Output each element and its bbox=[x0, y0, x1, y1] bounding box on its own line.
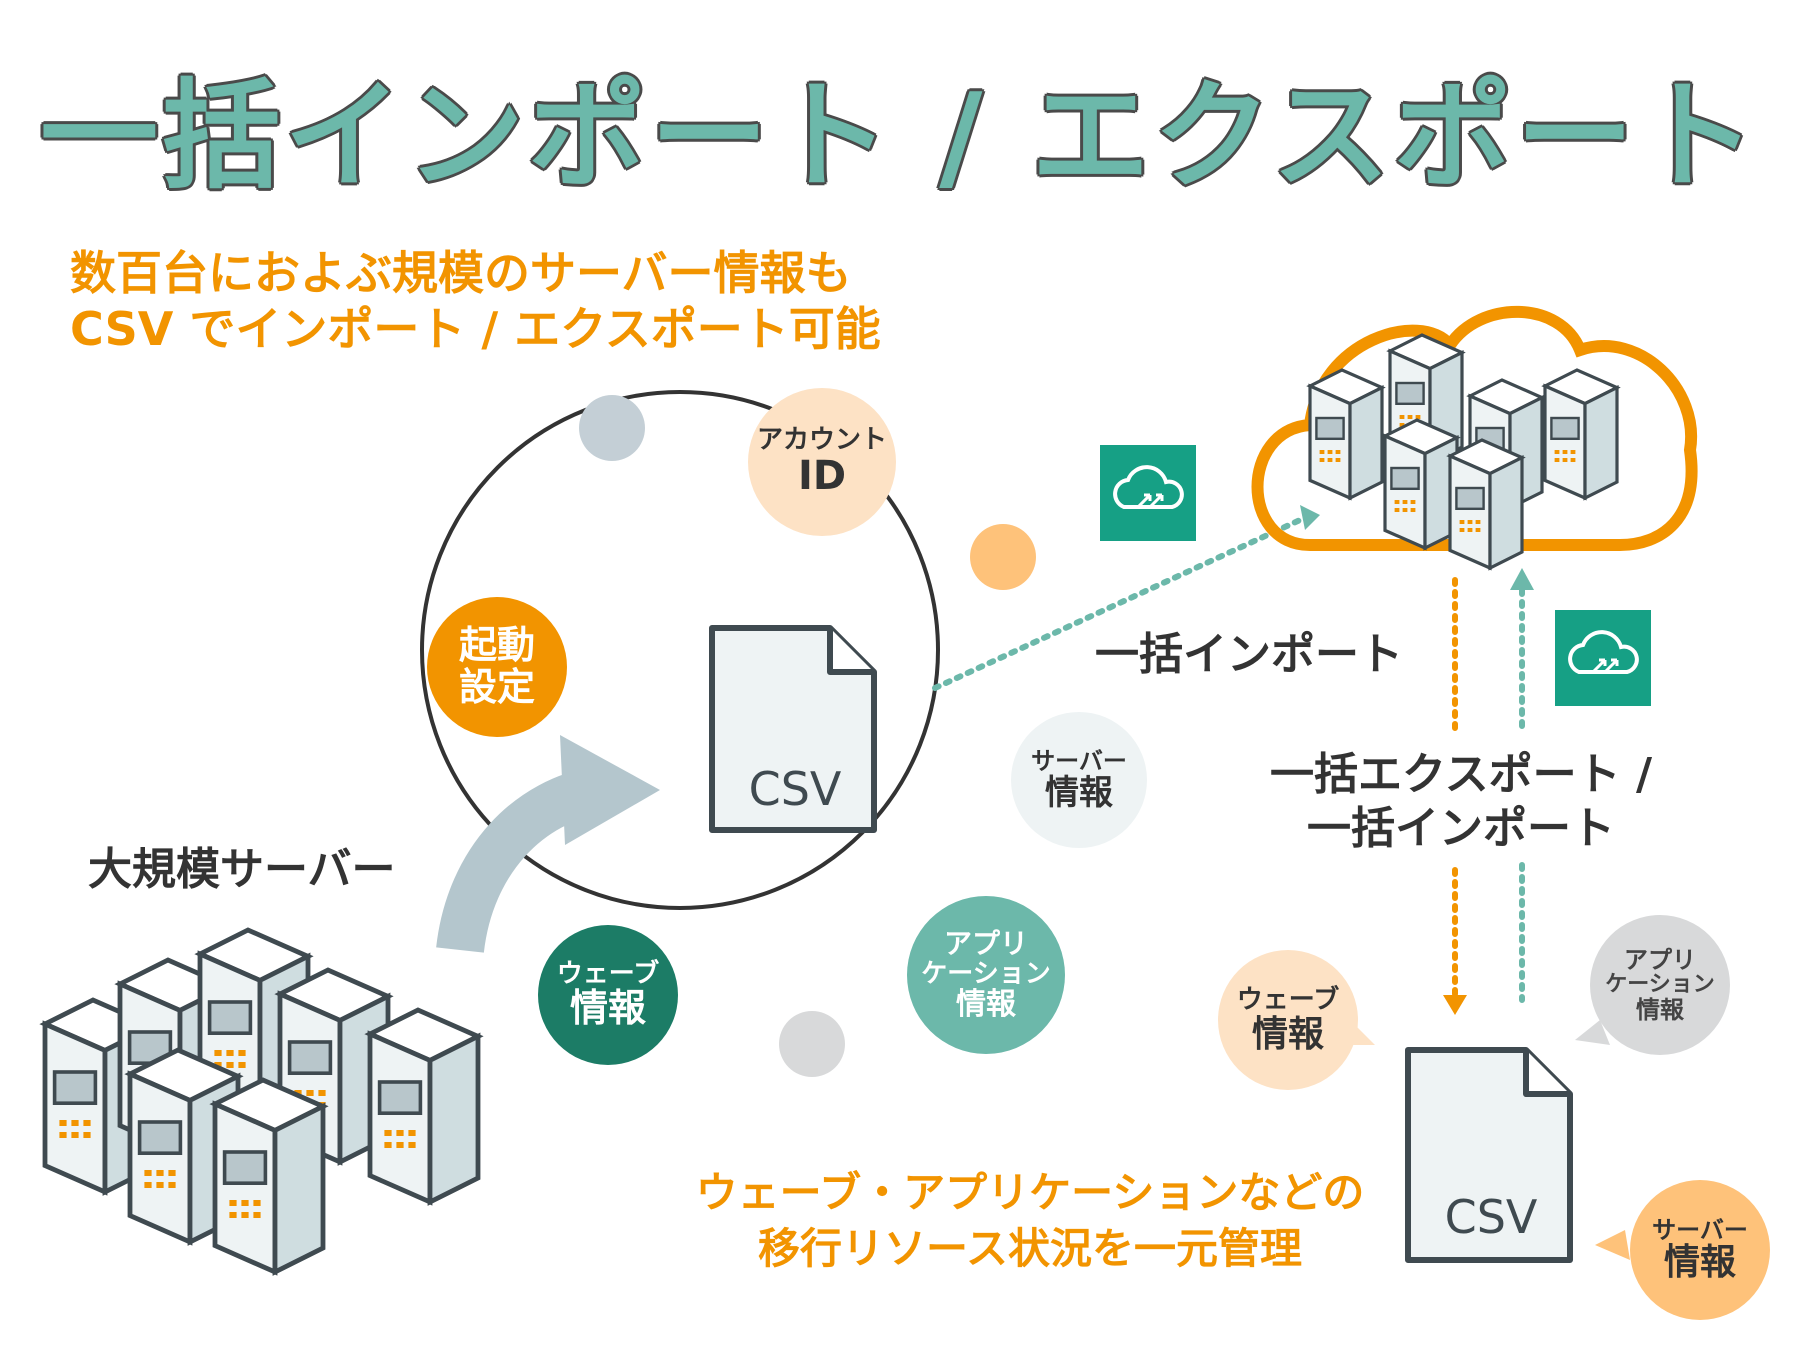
bubble-server-info: サーバー 情報 bbox=[1630, 1180, 1770, 1320]
subtitle: 数百台におよぶ規模のサーバー情報も CSV でインポート / エクスポート可能 bbox=[70, 245, 881, 357]
large-server-label: 大規模サーバー bbox=[88, 844, 396, 895]
cloud-upload-icon bbox=[1553, 608, 1653, 708]
node-line-2: 情報 bbox=[1045, 772, 1113, 813]
cloud-upload-icon bbox=[1098, 443, 1198, 543]
ring-node-server-info: サーバー 情報 bbox=[1011, 712, 1147, 848]
ring-dot-gray bbox=[579, 395, 645, 461]
node-line-1: 起動 bbox=[458, 623, 535, 668]
node-line-2: 情報 bbox=[569, 986, 646, 1031]
curved-arrow-head bbox=[560, 735, 660, 845]
ring-node-web-info: ウェーブ 情報 bbox=[538, 925, 678, 1065]
csv-file-label: CSV bbox=[748, 762, 842, 816]
bottom-note-line-2: 移行リソース状況を一元管理 bbox=[758, 1224, 1302, 1273]
bubble-web-info: ウェーブ 情報 bbox=[1218, 950, 1358, 1090]
import-label: 一括インポート bbox=[1095, 629, 1403, 680]
export-import-label: 一括エクスポート / 一括インポート bbox=[1270, 748, 1652, 856]
bubble-line-1: アプリ bbox=[1624, 945, 1696, 974]
csv-file-icon bbox=[709, 625, 877, 833]
ring-path bbox=[420, 390, 940, 910]
ring-node-app-info: アプリ ケーション 情報 bbox=[907, 896, 1065, 1054]
ring-node-account-id: アカウント ID bbox=[748, 388, 896, 536]
ring-dot-orange bbox=[970, 524, 1036, 590]
export-label-line-2: 一括インポート bbox=[1307, 803, 1616, 854]
node-line-1: アプリ bbox=[943, 926, 1028, 960]
bubble-line-1: サーバー bbox=[1652, 1216, 1748, 1244]
bottom-note: ウェーブ・アプリケーションなどの 移行リソース状況を一元管理 bbox=[620, 1165, 1440, 1277]
subtitle-line-1: 数百台におよぶ規模のサーバー情報も bbox=[70, 246, 852, 300]
bubble-line-3: 情報 bbox=[1636, 996, 1684, 1025]
cloud-icon bbox=[1251, 305, 1698, 551]
node-line-2: ケーション bbox=[921, 958, 1051, 989]
node-line-1: アカウント bbox=[756, 424, 887, 455]
node-line-3: 情報 bbox=[956, 987, 1016, 1023]
bubble-app-info: アプリ ケーション 情報 bbox=[1590, 915, 1730, 1055]
ring-dot-light bbox=[779, 1011, 845, 1077]
node-line-2: 設定 bbox=[458, 665, 535, 709]
page-title: 一括インポート / エクスポート bbox=[40, 67, 1760, 205]
bubble-line-2: 情報 bbox=[1251, 1013, 1324, 1055]
bubble-line-1: ウェーブ bbox=[1236, 984, 1340, 1015]
ring-node-boot-settings: 起動 設定 bbox=[427, 597, 567, 737]
csv-file-icon-right bbox=[1405, 1047, 1573, 1263]
subtitle-line-2: CSV でインポート / エクスポート可能 bbox=[70, 302, 881, 356]
bubble-line-2: ケーション bbox=[1605, 971, 1715, 997]
node-line-1: ウェーブ bbox=[556, 958, 660, 989]
bubble-line-2: 情報 bbox=[1663, 1242, 1736, 1284]
bottom-note-line-1: ウェーブ・アプリケーションなどの bbox=[695, 1168, 1365, 1217]
node-line-1: サーバー bbox=[1031, 747, 1127, 776]
export-label-line-1: 一括エクスポート / bbox=[1270, 749, 1653, 800]
node-line-2: ID bbox=[797, 453, 847, 500]
csv-file-label-right: CSV bbox=[1444, 1190, 1538, 1244]
